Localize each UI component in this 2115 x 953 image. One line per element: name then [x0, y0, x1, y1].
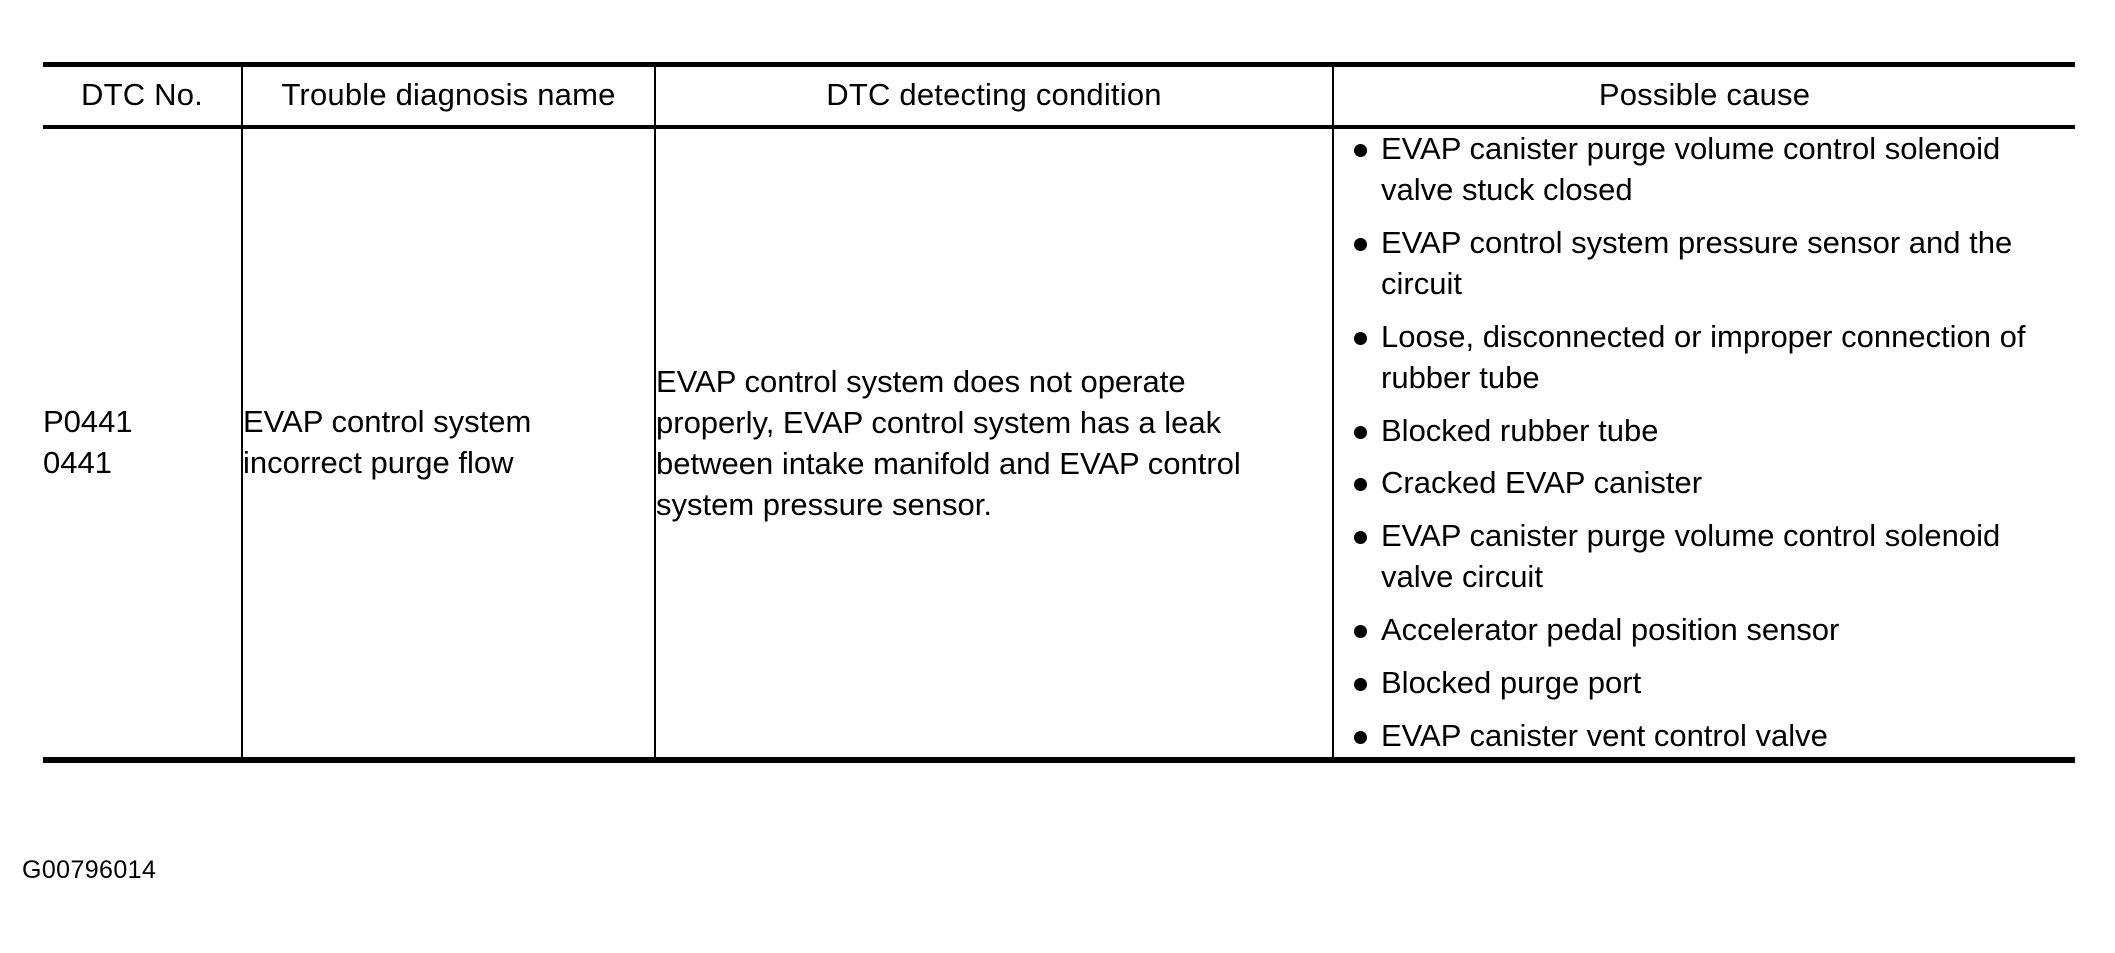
dtc-diagnosis-table: DTC No. Trouble diagnosis name DTC detec… — [43, 62, 2075, 763]
list-item-label: EVAP canister vent control valve — [1381, 717, 1828, 753]
table-header-row: DTC No. Trouble diagnosis name DTC detec… — [43, 64, 2075, 128]
trouble-name-line-1: EVAP control system — [243, 404, 532, 440]
trouble-name-line-2: incorrect purge flow — [243, 444, 514, 480]
condition-line-4: system pressure sensor. — [656, 487, 992, 523]
column-header-condition: DTC detecting condition — [654, 64, 1333, 128]
list-item: EVAP canister purge volume control solen… — [1334, 516, 2075, 598]
list-item: EVAP canister purge volume control solen… — [1334, 129, 2075, 211]
table-row: P0441 0441 EVAP control system incorrect… — [43, 127, 2075, 760]
dtc-code-secondary: 0441 — [43, 444, 112, 480]
list-item: EVAP control system pressure sensor and … — [1334, 223, 2075, 305]
condition-line-2: properly, EVAP control system has a leak — [656, 404, 1222, 440]
bullet-icon — [1354, 144, 1367, 158]
cell-trouble-diagnosis-name: EVAP control system incorrect purge flow — [241, 127, 655, 760]
bullet-icon — [1354, 625, 1367, 639]
column-header-trouble-name: Trouble diagnosis name — [241, 64, 655, 128]
bullet-icon — [1354, 331, 1367, 345]
cell-dtc-no: P0441 0441 — [43, 127, 242, 760]
bullet-icon — [1354, 478, 1367, 492]
table-body: P0441 0441 EVAP control system incorrect… — [43, 127, 2075, 760]
list-item-label: EVAP control system pressure sensor and … — [1381, 224, 2013, 301]
bullet-icon — [1354, 678, 1367, 692]
bullet-icon — [1354, 237, 1367, 251]
table-header: DTC No. Trouble diagnosis name DTC detec… — [43, 64, 2075, 128]
bullet-icon — [1354, 531, 1367, 545]
list-item-label: Accelerator pedal position sensor — [1381, 612, 1840, 648]
list-item-label: EVAP canister purge volume control solen… — [1381, 518, 2001, 595]
possible-cause-list: EVAP canister purge volume control solen… — [1334, 129, 2075, 757]
list-item: Loose, disconnected or improper connecti… — [1334, 317, 2075, 399]
bullet-icon — [1354, 730, 1367, 744]
cell-possible-cause: EVAP canister purge volume control solen… — [1332, 127, 2075, 760]
figure-caption: G00796014 — [22, 856, 157, 884]
list-item-label: Loose, disconnected or improper connecti… — [1381, 318, 2026, 395]
list-item-label: Blocked purge port — [1381, 665, 1642, 701]
list-item: EVAP canister vent control valve — [1334, 716, 2075, 757]
list-item: Accelerator pedal position sensor — [1334, 610, 2075, 651]
cell-dtc-detecting-condition: EVAP control system does not operate pro… — [654, 127, 1333, 760]
list-item: Blocked rubber tube — [1334, 411, 2075, 452]
condition-line-1: EVAP control system does not operate — [656, 363, 1186, 399]
list-item-label: Cracked EVAP canister — [1381, 465, 1703, 501]
list-item: Cracked EVAP canister — [1334, 463, 2075, 504]
condition-line-3: between intake manifold and EVAP control — [656, 445, 1241, 481]
column-header-dtc-no: DTC No. — [81, 77, 203, 112]
list-item-label: EVAP canister purge volume control solen… — [1381, 131, 2001, 207]
list-item: Blocked purge port — [1334, 663, 2075, 704]
dtc-code-primary: P0441 — [43, 404, 133, 440]
bullet-icon — [1354, 425, 1367, 439]
column-header-possible-cause: Possible cause — [1332, 64, 2075, 128]
list-item-label: Blocked rubber tube — [1381, 412, 1659, 448]
